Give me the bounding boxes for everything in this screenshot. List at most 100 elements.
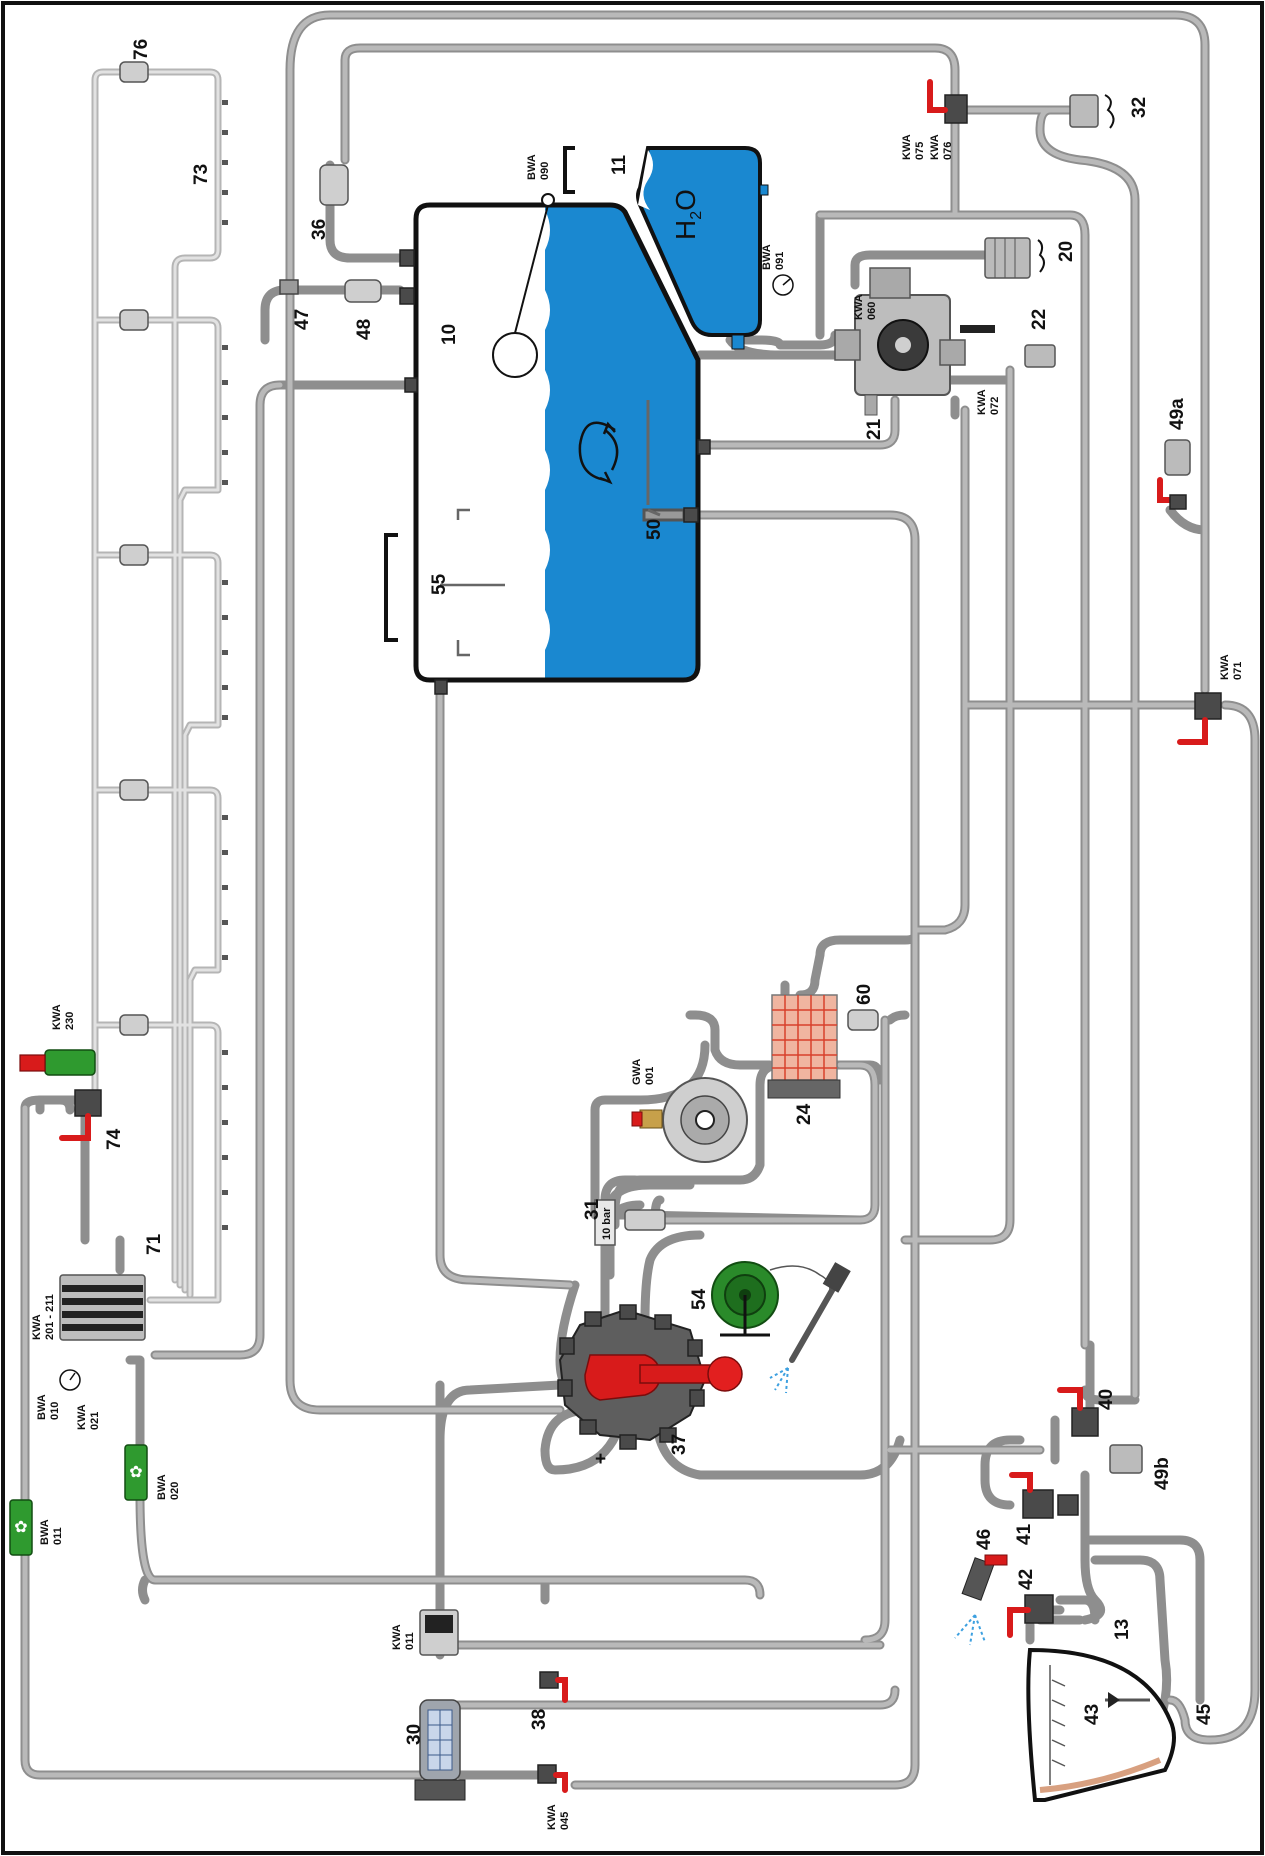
float-ball	[492, 332, 538, 378]
tag-kwa201-num: 201 - 211	[44, 1294, 56, 1340]
label-36: 36	[309, 219, 330, 240]
check-valve-36: 36	[309, 164, 349, 240]
tag-bwa020-num: 020	[169, 1482, 181, 1500]
pump-37-lever[interactable]	[639, 1364, 716, 1384]
tank-11-outlet	[731, 334, 745, 350]
label-73: 73	[191, 164, 212, 185]
svg-text:✿: ✿	[129, 1462, 142, 1481]
tag-kwa021: KWA	[76, 1404, 88, 1430]
label-74: 74	[104, 1128, 125, 1150]
pump-37-knob[interactable]	[707, 1356, 743, 1392]
bracket-11	[563, 146, 575, 194]
tank-fitting-6	[434, 679, 448, 695]
tag-kwa075: KWA	[901, 134, 913, 160]
pipe-network	[20, 10, 1260, 1790]
label-11: 11	[609, 154, 630, 175]
stirrer-icon	[578, 421, 619, 485]
tag-kwa021-num: 021	[89, 1412, 101, 1430]
label-43: 43	[1082, 1704, 1103, 1725]
tag-kwa075-num: 075	[914, 142, 926, 160]
tag-kwa060-num: 060	[866, 302, 878, 320]
fitting-47: 47	[279, 279, 313, 330]
label-24: 24	[794, 1103, 815, 1125]
label-20: 20	[1056, 241, 1077, 262]
fresh-water-tank-10: 10 55 50 BWA 090	[384, 154, 711, 695]
label-54: 54	[689, 1288, 710, 1310]
label-42: 42	[1016, 1569, 1037, 1590]
label-46: 46	[974, 1529, 995, 1550]
tag-kwa076-num: 076	[942, 142, 954, 160]
label-45: 45	[1194, 1703, 1215, 1725]
spray-nozzle-50	[642, 400, 686, 522]
induction-hopper-13: 13 43 45	[1026, 1619, 1215, 1802]
check-valve-bank-2	[119, 309, 149, 331]
label-37: 37	[669, 1434, 690, 1455]
check-valve-76	[119, 61, 149, 83]
tag-kwa011: KWA	[391, 1624, 403, 1650]
hose-reel-54: 54	[689, 1261, 779, 1337]
label-30: 30	[404, 1724, 425, 1745]
valve-21-handle[interactable]	[960, 325, 995, 333]
valve-kwa045[interactable]: KWA 045	[537, 1764, 571, 1830]
tank-fitting-2	[399, 287, 415, 305]
tag-bwa091-num: 091	[774, 252, 786, 270]
tank-fitting-1	[399, 249, 415, 267]
flow-meter-bwa011: ✿ BWA 011	[9, 1499, 64, 1556]
check-valve-48: 48	[344, 279, 382, 340]
label-31: 31	[582, 1198, 603, 1220]
tag-bwa010: BWA	[36, 1394, 48, 1420]
valve-41[interactable]: 41	[1009, 1472, 1079, 1545]
spray-bar-bank	[91, 61, 228, 1304]
inner-spray-55	[440, 508, 505, 657]
spray-gun-46: 46	[954, 1529, 1008, 1646]
valve-kwa011[interactable]: KWA 011	[391, 1609, 459, 1656]
tank-fitting-5	[683, 507, 699, 523]
label-48: 48	[354, 319, 375, 340]
check-valve-bank-4	[119, 779, 149, 801]
flow-meter-bwa020: ✿ BWA 020	[124, 1444, 181, 1501]
label-47: 47	[292, 309, 313, 330]
tag-bwa010-num: 010	[49, 1402, 61, 1420]
valve-071[interactable]: KWA 071	[1177, 654, 1244, 745]
label-21: 21	[864, 418, 885, 440]
filler-20: 20	[984, 237, 1077, 279]
main-pump-37: 37 +	[557, 1304, 743, 1470]
tag-bwa011-num: 011	[52, 1527, 64, 1545]
tag-kwa071: KWA	[1219, 654, 1231, 680]
tag-gwa001: GWA	[631, 1059, 643, 1085]
label-plus: +	[595, 1449, 606, 1470]
tag-bwa091: BWA	[761, 244, 773, 270]
label-40: 40	[1096, 1389, 1117, 1410]
h2o-text: H2O	[670, 189, 705, 240]
tag-bwa020: BWA	[156, 1474, 168, 1500]
valve-38[interactable]: 38	[529, 1671, 568, 1730]
valve-74[interactable]: 74	[59, 1089, 125, 1150]
label-49b: 49b	[1152, 1457, 1173, 1490]
valve-40[interactable]: 40	[1057, 1387, 1117, 1437]
label-55: 55	[429, 573, 450, 595]
valve-42[interactable]: 42	[1007, 1569, 1054, 1638]
label-32: 32	[1129, 97, 1150, 118]
fitting-49b: 49b	[1109, 1444, 1173, 1490]
svg-text:✿: ✿	[14, 1517, 27, 1536]
valve-manifold-kwa201-211[interactable]: KWA 201 - 211 71	[31, 1233, 165, 1341]
tank-fitting-4	[697, 439, 711, 455]
filter-24: 24	[767, 994, 841, 1125]
bracket-55	[384, 533, 398, 642]
fitting-49a: 49a	[1157, 398, 1191, 510]
tag-kwa230: KWA	[51, 1004, 63, 1030]
label-60: 60	[854, 984, 875, 1005]
tag-kwa072-num: 072	[989, 397, 1001, 415]
three-way-valve-21: 21 KWA 060 KWA 072	[834, 267, 1001, 440]
label-49a: 49a	[1167, 398, 1188, 430]
tag-kwa045-num: 045	[559, 1812, 571, 1830]
valve-kwa230[interactable]: KWA 230	[19, 1004, 96, 1076]
tag-kwa072: KWA	[976, 389, 988, 415]
tag-kwa045: KWA	[546, 1804, 558, 1830]
motor-gwa001: GWA 001	[631, 1059, 748, 1163]
valve-075-076[interactable]: KWA 075 KWA 076	[901, 79, 968, 160]
fitting-22: 22	[1024, 309, 1056, 368]
tag-kwa011-num: 011	[404, 1632, 416, 1650]
